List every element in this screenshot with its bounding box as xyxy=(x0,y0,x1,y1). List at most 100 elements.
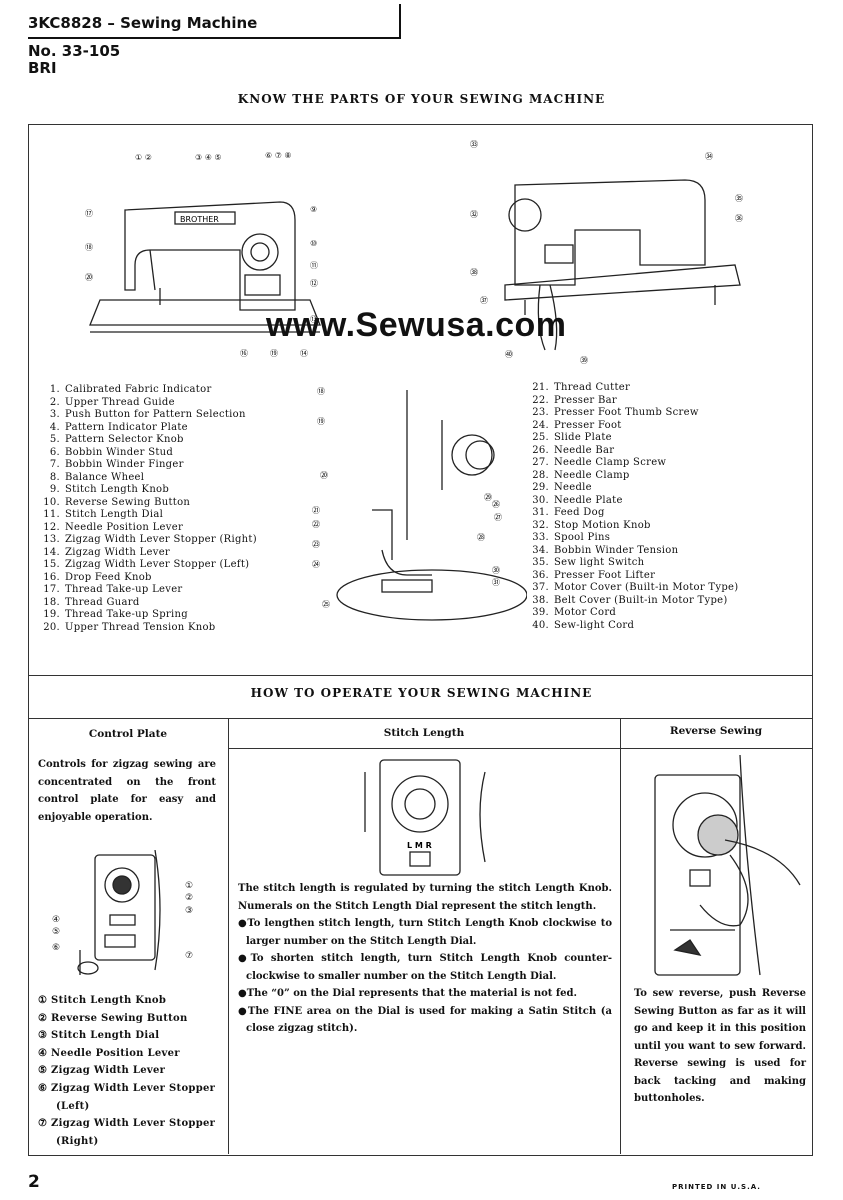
control-list-item: ⑤ Zigzag Width Lever xyxy=(38,1062,215,1080)
control-list-item: ⑥ Zigzag Width Lever Stopper xyxy=(38,1080,215,1098)
svg-text:㉕: ㉕ xyxy=(322,600,330,609)
item-label: Reverse Sewing Button xyxy=(65,496,191,508)
svg-text:㉟: ㉟ xyxy=(735,194,743,203)
part-list-item: 20.Upper Thread Tension Knob xyxy=(38,622,257,635)
part-list-item: 30.Needle Plate xyxy=(527,495,738,508)
item-number: 23. xyxy=(532,407,549,418)
part-list-item: 29.Needle xyxy=(527,482,738,495)
item-label: ① Stitch Length Knob xyxy=(38,995,167,1006)
item-number: 8. xyxy=(49,471,60,483)
item-number: 37. xyxy=(532,582,549,593)
control-list-item: (Left) xyxy=(38,1098,215,1116)
svg-text:③: ③ xyxy=(185,906,193,916)
item-label: Sew-light Cord xyxy=(554,619,635,631)
control-list-item: (Right) xyxy=(38,1133,215,1151)
control-plate-heading: Control Plate xyxy=(88,728,168,740)
item-label: (Right) xyxy=(56,1135,99,1147)
doc-title: 3KC8828 – Sewing Machine xyxy=(28,14,258,32)
item-number: 2. xyxy=(49,396,60,408)
item-label: Stop Motion Knob xyxy=(554,519,651,531)
svg-text:⑰: ⑰ xyxy=(85,209,93,218)
svg-text:⑲: ⑲ xyxy=(270,349,278,358)
item-label: ④ Needle Position Lever xyxy=(38,1047,180,1059)
svg-text:㉞: ㉞ xyxy=(705,152,713,161)
printed-note: PRINTED IN U.S.A. xyxy=(672,1183,761,1191)
item-label: Pattern Indicator Plate xyxy=(65,421,188,433)
item-number: 29. xyxy=(532,482,549,493)
svg-text:① ②: ① ② xyxy=(135,153,152,162)
item-number: 19. xyxy=(43,609,60,620)
part-list-item: 26.Needle Bar xyxy=(527,445,738,458)
watermark: www.Sewusa.com xyxy=(266,306,567,344)
item-number: 4. xyxy=(49,421,60,433)
reverse-sewing-illustration xyxy=(654,755,801,976)
item-number: 12. xyxy=(43,521,60,533)
part-list-item: 15.Zigzag Width Lever Stopper (Left) xyxy=(38,559,257,572)
column-header-underline xyxy=(228,718,620,749)
item-label: Needle Clamp xyxy=(554,469,630,481)
part-list-item: 7.Bobbin Winder Finger xyxy=(38,459,257,472)
svg-text:⑫: ⑫ xyxy=(310,279,318,288)
item-label: Thread Take-up Spring xyxy=(65,609,188,620)
item-number: 30. xyxy=(532,494,549,506)
svg-text:⑦: ⑦ xyxy=(185,951,193,961)
item-label: Belt Cover (Built-in Motor Type) xyxy=(554,594,728,606)
item-number: 32. xyxy=(532,519,549,531)
brand-plate: BROTHER xyxy=(180,215,219,224)
item-label: Upper Thread Guide xyxy=(65,396,175,408)
item-number: 28. xyxy=(532,469,549,481)
column-divider xyxy=(620,718,621,1154)
column-divider xyxy=(228,718,229,1154)
stitch-length-text: The stitch length is regulated by turnin… xyxy=(238,880,612,1038)
svg-text:④: ④ xyxy=(52,915,60,925)
part-list-item: 11.Stitch Length Dial xyxy=(38,509,257,522)
part-list-item: 39.Motor Cord xyxy=(527,607,738,620)
part-list-item: 25.Slide Plate xyxy=(527,432,738,445)
item-label: Sew light Switch xyxy=(554,557,645,568)
item-number: 40. xyxy=(532,619,549,631)
item-label: Balance Wheel xyxy=(65,471,145,483)
item-label: Stitch Length Dial xyxy=(65,509,164,520)
item-number: 21. xyxy=(532,382,549,393)
svg-text:⑥ ⑦ ⑧: ⑥ ⑦ ⑧ xyxy=(265,151,292,160)
reverse-sewing-heading: Reverse Sewing xyxy=(669,725,763,737)
item-label: Presser Bar xyxy=(554,394,617,406)
stitch-length-heading: Stitch Length xyxy=(383,727,465,739)
item-number: 17. xyxy=(43,584,60,595)
column-header-rule xyxy=(28,718,812,719)
part-list-item: 28. Needle Clamp xyxy=(527,470,738,483)
svg-text:㉗: ㉗ xyxy=(494,513,502,522)
part-list-item: 2. Upper Thread Guide xyxy=(38,397,257,410)
part-list-item: 3.Push Button for Pattern Selection xyxy=(38,409,257,422)
part-list-item: 27.Needle Clamp Screw xyxy=(527,457,738,470)
svg-text:㊳: ㊳ xyxy=(470,268,478,277)
svg-text:⑩: ⑩ xyxy=(310,239,317,248)
item-label: Motor Cord xyxy=(554,607,617,618)
svg-text:⑲: ⑲ xyxy=(317,417,325,426)
part-list-item: 10.Reverse Sewing Button xyxy=(38,497,257,510)
svg-text:㉜: ㉜ xyxy=(470,210,478,219)
reverse-sewing-text: To sew reverse, push Reverse Sewing Butt… xyxy=(634,988,806,1104)
item-label: Bobbin Winder Tension xyxy=(554,544,679,556)
item-label: Feed Dog xyxy=(554,507,605,518)
item-label: Push Button for Pattern Selection xyxy=(65,409,246,420)
item-label: Motor Cover (Built-in Motor Type) xyxy=(554,582,739,593)
item-number: 26. xyxy=(532,444,549,456)
item-label: Thread Cutter xyxy=(554,382,631,393)
svg-text:㉚: ㉚ xyxy=(492,566,500,575)
part-list-item: 35.Sew light Switch xyxy=(527,557,738,570)
svg-text:㊲: ㊲ xyxy=(480,296,488,305)
svg-text:⑭: ⑭ xyxy=(300,349,308,358)
part-list-item: 9.Stitch Length Knob xyxy=(38,484,257,497)
svg-text:㉔: ㉔ xyxy=(312,560,320,569)
item-label: ⑥ Zigzag Width Lever Stopper xyxy=(38,1082,216,1094)
svg-text:⑱: ⑱ xyxy=(317,387,325,396)
column-header-underline xyxy=(620,718,812,749)
item-label: Drop Feed Knob xyxy=(65,571,152,583)
header-rule-vertical xyxy=(399,4,401,39)
svg-text:⑱: ⑱ xyxy=(85,243,93,252)
doc-number: No. 33-105 xyxy=(28,42,121,60)
item-number: 1. xyxy=(49,384,60,395)
